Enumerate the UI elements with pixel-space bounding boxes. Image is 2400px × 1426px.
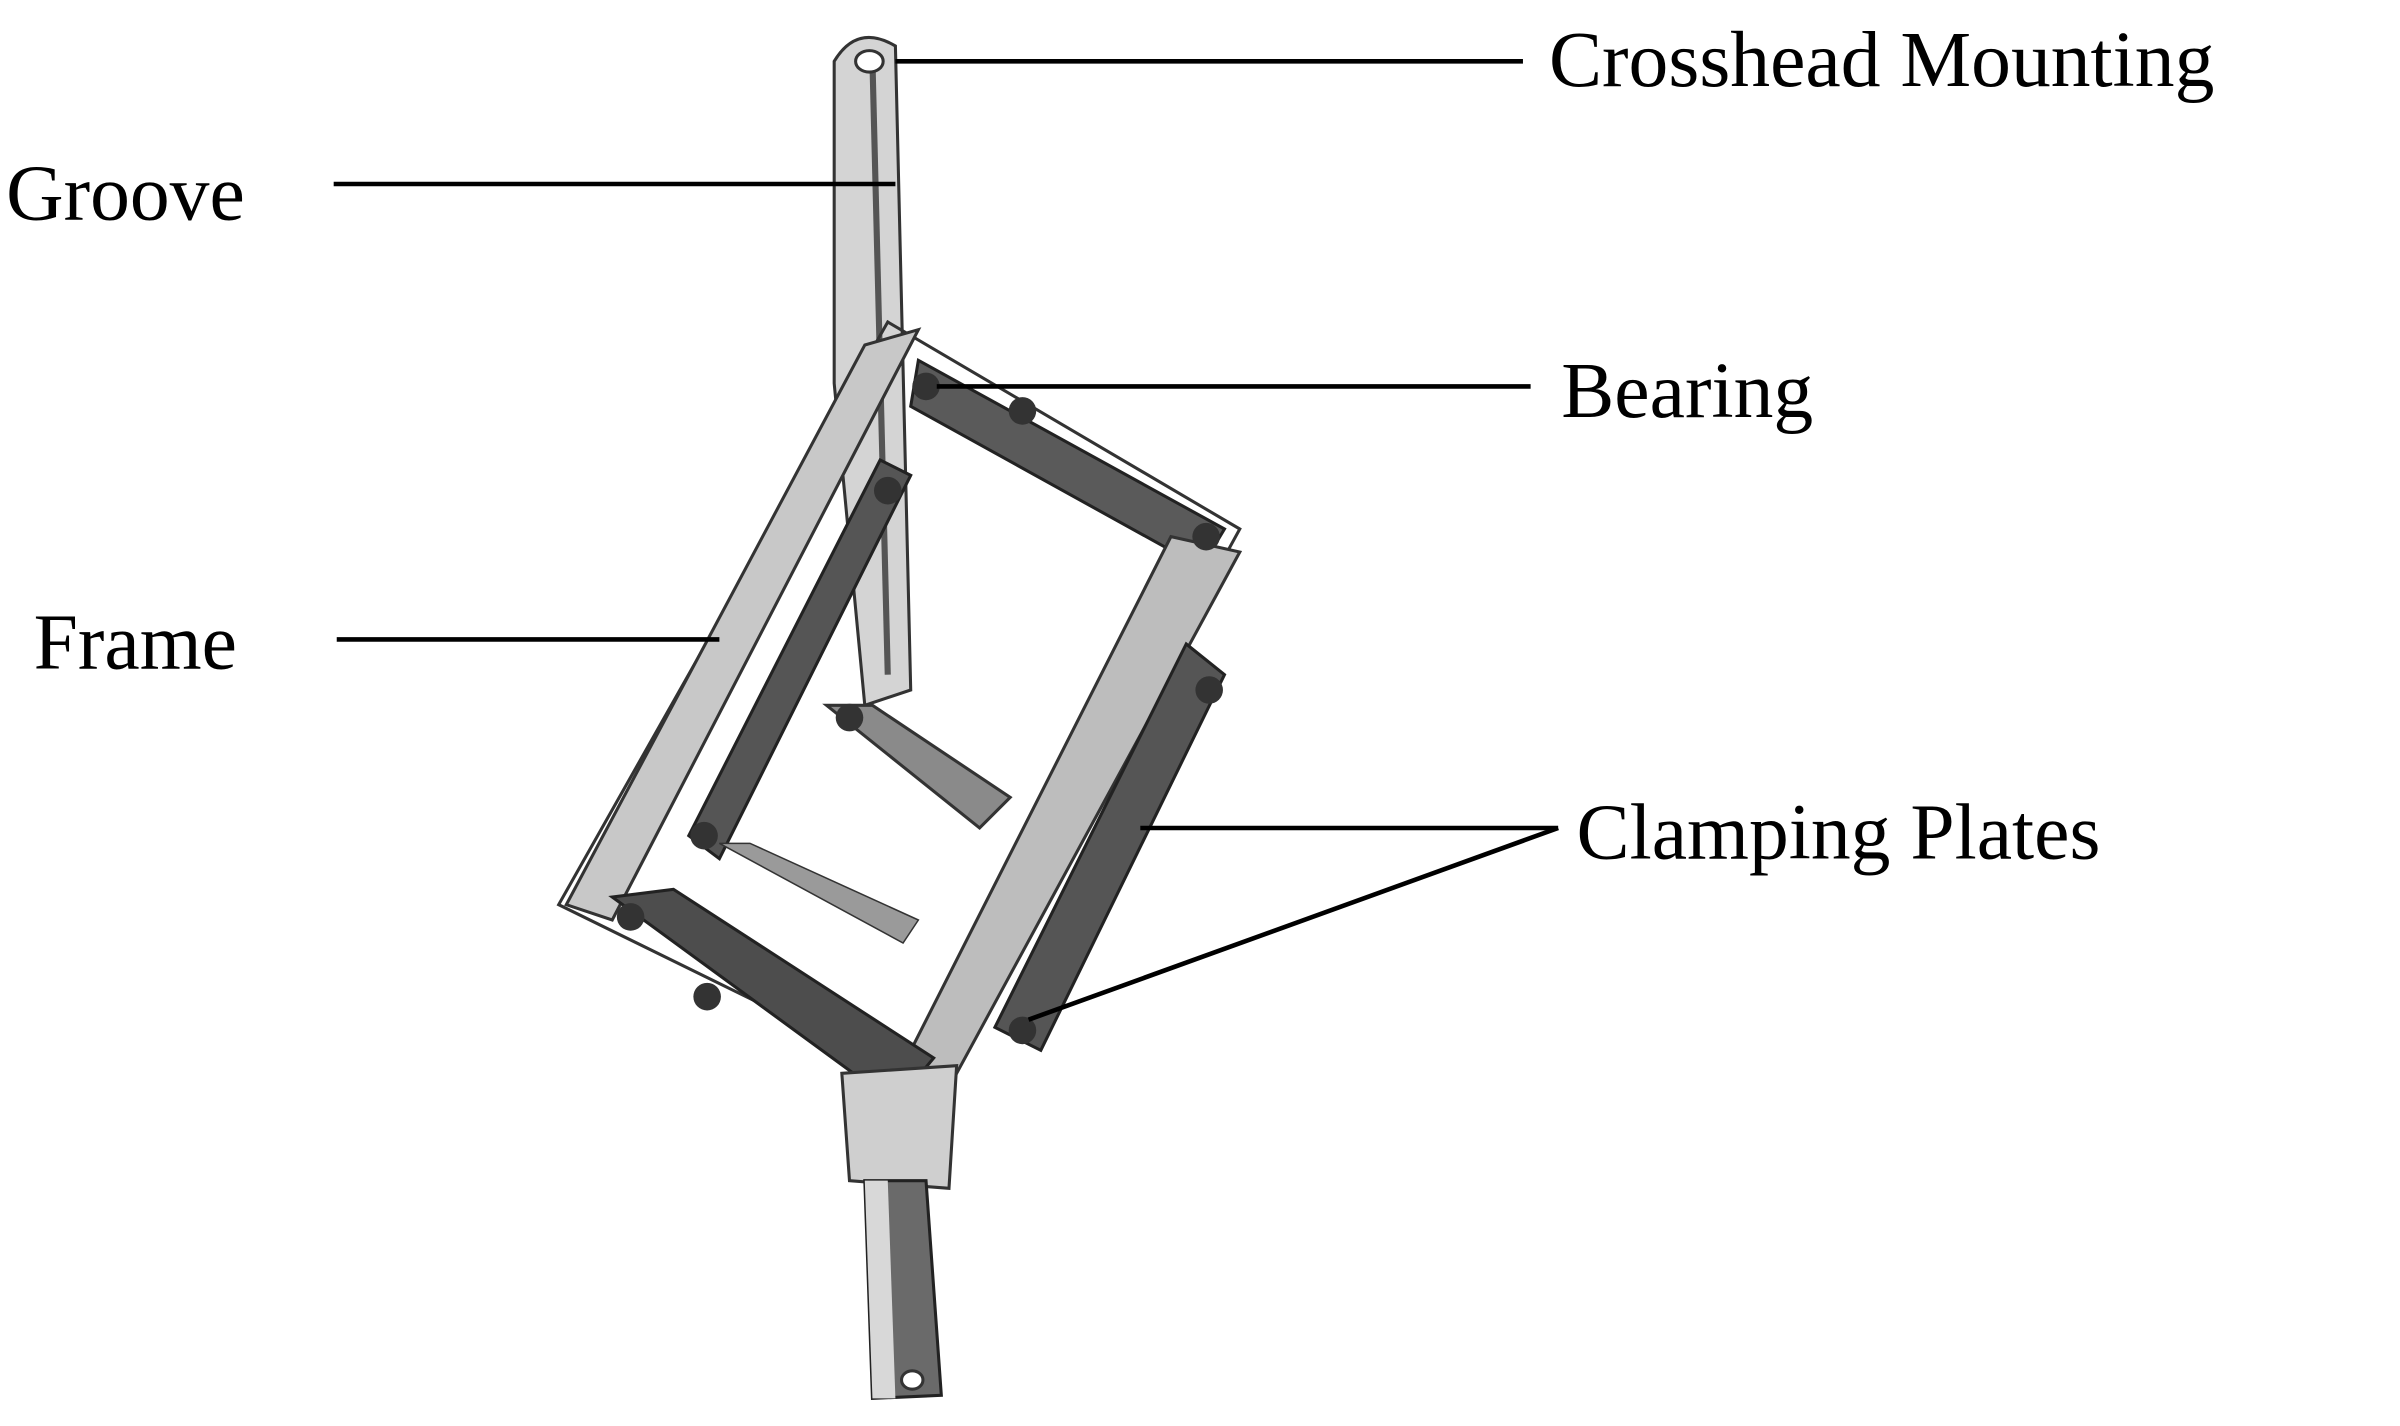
- lower-rod: [840, 1064, 959, 1401]
- clamping-leader-2: [1027, 825, 1559, 1022]
- label-bearing: Bearing: [1561, 347, 1813, 435]
- label-clamping-plates: Clamping Plates: [1577, 789, 2101, 877]
- label-groove: Groove: [6, 149, 245, 237]
- frame-assembly: [556, 319, 1243, 1111]
- label-frame: Frame: [34, 598, 237, 686]
- label-crosshead-mounting: Crosshead Mounting: [1549, 16, 2214, 104]
